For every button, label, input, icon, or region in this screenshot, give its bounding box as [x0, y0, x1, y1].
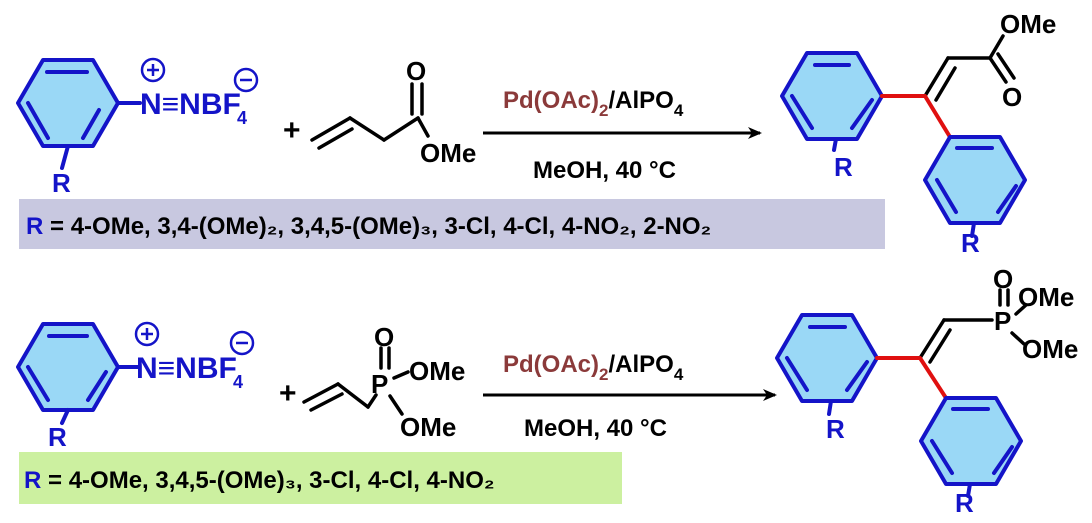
row1-substituent-box: R = 4-OMe, 3,4-(OMe)₂, 3,4,5-(OMe)₃, 3-C… — [19, 199, 885, 249]
row2-product-r-bottom: R — [955, 488, 974, 518]
row2-ome-bottom: OMe — [400, 412, 456, 442]
row1-product-ome: OMe — [1000, 9, 1056, 39]
row2-product-p: P — [994, 306, 1011, 336]
row2-substituent-box: R = 4-OMe, 3,4,5-(OMe)₃, 3-Cl, 4-Cl, 4-N… — [19, 452, 622, 504]
row2-r-label: R — [48, 422, 67, 452]
row1-product-r-left: R — [834, 152, 853, 182]
row2-p-label: P — [371, 369, 388, 399]
row1-conditions: MeOH, 40 °C — [533, 157, 676, 184]
row1-carbonyl-o: O — [406, 56, 426, 86]
row2-conditions: MeOH, 40 °C — [524, 415, 667, 442]
row2-vinylphosphonate: P O OMe OMe — [302, 322, 465, 442]
row2-product-ome-top: OMe — [1018, 282, 1074, 312]
row1-product: R OMe O R — [780, 9, 1056, 258]
row2-p-oxygen: O — [374, 322, 394, 352]
row2-plus: + — [279, 377, 297, 410]
row1-reaction-arrow: Pd(OAc)2/AlPO4 MeOH, 40 °C — [483, 87, 762, 184]
row1-ester-ome: OMe — [420, 138, 476, 168]
row1-substituent-text: R = 4-OMe, 3,4-(OMe)₂, 3,4,5-(OMe)₃, 3-C… — [26, 213, 711, 240]
row1-aryl-diazonium: R N≡NBF 4 — [16, 57, 259, 198]
row2-product-r-left: R — [826, 414, 845, 444]
row2-substituent-text: R = 4-OMe, 3,4,5-(OMe)₃, 3-Cl, 4-Cl, 4-N… — [24, 467, 495, 494]
row1: R N≡NBF 4 + O OMe Pd(OAc)2/AlPO4 MeO — [16, 9, 1056, 258]
row2-diazonium-sub: 4 — [233, 372, 243, 392]
row2-ome-top: OMe — [409, 356, 465, 386]
row2-aryl-diazonium: R N≡NBF 4 — [16, 321, 255, 452]
row2: R N≡NBF 4 + P O OMe OMe Pd(OAc)2/Al — [16, 264, 1078, 518]
row1-product-o: O — [1002, 82, 1022, 112]
row2-product: R P O OMe OMe R — [775, 264, 1078, 518]
row2-diazonium-label: N≡NBF — [136, 352, 237, 385]
row1-catalyst: Pd(OAc)2/AlPO4 — [503, 87, 684, 120]
row1-methyl-acrylate: O OMe — [310, 56, 476, 168]
row2-product-o: O — [993, 264, 1013, 294]
row2-product-ome-bottom: OMe — [1022, 334, 1078, 364]
row1-diazonium-sub: 4 — [237, 108, 247, 128]
row2-catalyst: Pd(OAc)2/AlPO4 — [503, 351, 684, 384]
row1-r-label: R — [52, 168, 71, 198]
row1-product-r-bottom: R — [961, 228, 980, 258]
row1-diazonium-label: N≡NBF — [140, 88, 241, 121]
row2-reaction-arrow: Pd(OAc)2/AlPO4 MeOH, 40 °C — [483, 351, 777, 442]
row1-plus: + — [283, 114, 301, 147]
